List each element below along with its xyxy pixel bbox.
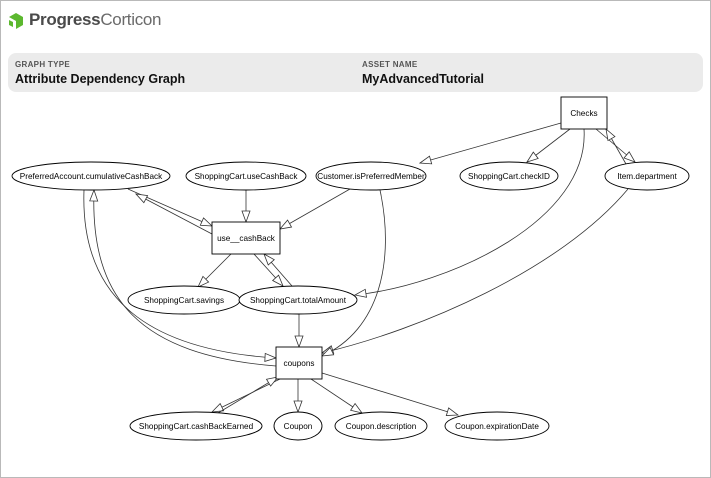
arrowhead [134, 193, 149, 204]
nodes-layer: ChecksPreferredAccount.cumulativeCashBac… [11, 96, 690, 441]
node-label: ShoppingCart.useCashBack [195, 172, 299, 181]
node-label: Customer.isPreferredMember [317, 172, 425, 181]
edge-coupons-to-coupon [293, 379, 303, 414]
progress-logo-icon [9, 13, 23, 29]
edge-cust_pm-to-coupons [320, 189, 386, 357]
edge-use_cb-to-pacb [134, 193, 213, 235]
graph-type-label: GRAPH TYPE [15, 60, 71, 69]
node-sc-tot[interactable]: ShoppingCart.totalAmount [238, 285, 358, 315]
node-label: ShoppingCart.savings [144, 296, 224, 305]
node-label: ShoppingCart.checkID [468, 172, 550, 181]
arrowhead [623, 151, 636, 163]
arrowhead [265, 376, 280, 387]
edge-use_cb-to-sc_tot [253, 253, 284, 287]
attribute-ellipse [129, 411, 263, 441]
node-sc-check[interactable]: ShoppingCart.checkID [459, 161, 559, 191]
node-sc-sav[interactable]: ShoppingCart.savings [127, 285, 241, 315]
edges-layer [83, 122, 636, 417]
rule-box [211, 221, 281, 255]
arrowhead [353, 288, 367, 298]
arrowhead [418, 155, 433, 165]
node-cust-pm[interactable]: Customer.isPreferredMember [315, 161, 427, 191]
arrowhead [605, 127, 616, 142]
attribute-ellipse [604, 161, 690, 191]
edge-checks-to-sc_check [526, 128, 571, 163]
edge-item_dept-to-coupons [320, 188, 629, 354]
edge-item_dept-to-checks [605, 127, 627, 165]
arrowhead [320, 346, 335, 357]
arrowhead [199, 217, 214, 227]
attribute-ellipse [334, 411, 428, 441]
node-label: PreferredAccount.cumulativeCashBack [20, 172, 163, 181]
edge-checks-to-cust_pm [418, 122, 562, 165]
edge-coupons-to-coupon_exp [321, 372, 460, 417]
node-label: Checks [570, 109, 597, 118]
arrowhead [210, 402, 225, 413]
attribute-ellipse [185, 161, 307, 191]
edge-sc_cbe-to-coupons [217, 376, 280, 414]
arrowhead [278, 219, 293, 230]
node-sc-cbe[interactable]: ShoppingCart.cashBackEarned [129, 411, 263, 441]
attribute-ellipse [273, 411, 323, 441]
attribute-ellipse [11, 161, 171, 191]
edge-cust_pm-to-use_cb [278, 188, 351, 230]
rule-box [275, 346, 323, 380]
attribute-ellipse [238, 285, 358, 315]
graph-type-value: Attribute Dependency Graph [15, 72, 186, 86]
attribute-ellipse [459, 161, 559, 191]
node-pacb[interactable]: PreferredAccount.cumulativeCashBack [11, 161, 171, 191]
edge-coupons-to-coupon_desc [310, 378, 363, 414]
edge-sc_ucb-to-use_cb [241, 190, 251, 224]
node-label: ShoppingCart.cashBackEarned [139, 422, 254, 431]
arrowhead [293, 400, 303, 414]
node-label: Coupon.description [346, 422, 417, 431]
brand-corticon: Corticon [100, 10, 162, 29]
arrowhead [526, 151, 539, 163]
asset-name-value: MyAdvancedTutorial [362, 72, 485, 86]
edge-pacb-to-coupons [83, 189, 278, 362]
node-sc-ucb[interactable]: ShoppingCart.useCashBack [185, 161, 307, 191]
node-coupon-desc[interactable]: Coupon.description [334, 411, 428, 441]
attribute-ellipse [315, 161, 427, 191]
node-coupon[interactable]: Coupon [273, 411, 323, 441]
arrowhead [264, 352, 278, 362]
arrowhead [349, 402, 363, 414]
asset-header: GRAPH TYPE Attribute Dependency Graph AS… [8, 53, 703, 92]
arrowhead [294, 335, 304, 349]
brand-progress: Progress [29, 10, 101, 29]
attribute-ellipse [444, 411, 550, 441]
node-checks[interactable]: Checks [560, 96, 608, 130]
arrowhead [263, 253, 275, 266]
node-coupon-exp[interactable]: Coupon.expirationDate [444, 411, 550, 441]
arrowhead [89, 188, 99, 202]
arrowhead [445, 407, 460, 417]
edge-coupons-to-pacb [89, 188, 277, 367]
edge-sc_tot-to-use_cb [263, 253, 293, 287]
node-label: ShoppingCart.totalAmount [250, 296, 347, 305]
edge-use_cb-to-sc_sav [197, 253, 232, 288]
arrowhead [271, 274, 284, 287]
node-use-cb[interactable]: use__cashBack [211, 221, 281, 255]
rule-box [560, 96, 608, 130]
arrowhead [241, 210, 251, 224]
edge-coupons-to-sc_cbe [210, 378, 281, 413]
edge-sc_tot-to-coupons [294, 314, 304, 349]
node-item-dept[interactable]: Item.department [604, 161, 690, 191]
node-label: use__cashBack [217, 234, 276, 243]
node-coupons[interactable]: coupons [275, 346, 323, 380]
asset-name-label: ASSET NAME [362, 60, 418, 69]
arrowhead [197, 275, 210, 288]
node-label: Coupon [284, 422, 313, 431]
edge-checks-to-sc_tot [353, 128, 585, 298]
node-label: Item.department [617, 172, 677, 181]
node-label: coupons [284, 359, 315, 368]
node-label: Coupon.expirationDate [455, 422, 539, 431]
